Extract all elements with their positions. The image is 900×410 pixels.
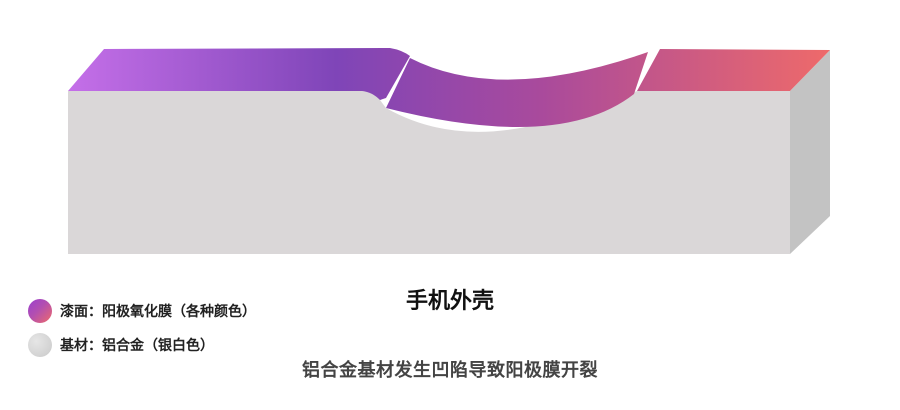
aluminum-base-front-face	[68, 91, 790, 254]
legend-item-paint: 漆面：阳极氧化膜（各种颜色）	[28, 296, 256, 326]
legend-label-paint: 漆面：阳极氧化膜（各种颜色）	[60, 304, 256, 320]
anodized-coating-dented-section	[386, 52, 648, 127]
diagram-caption: 铝合金基材发生凹陷导致阳极膜开裂	[302, 360, 598, 381]
gradient-circle-icon	[28, 299, 52, 323]
legend: 漆面：阳极氧化膜（各种颜色） 基材：铝合金（银白色）	[28, 296, 256, 364]
anodized-coating-right-section	[637, 49, 830, 91]
silver-circle-icon	[28, 333, 52, 357]
diagram-title: 手机外壳	[405, 289, 494, 314]
aluminum-base-side-face	[790, 50, 830, 254]
legend-item-base: 基材：铝合金（银白色）	[28, 330, 256, 360]
anodized-coating-left-section	[68, 48, 410, 100]
legend-label-base: 基材：铝合金（银白色）	[60, 338, 214, 354]
